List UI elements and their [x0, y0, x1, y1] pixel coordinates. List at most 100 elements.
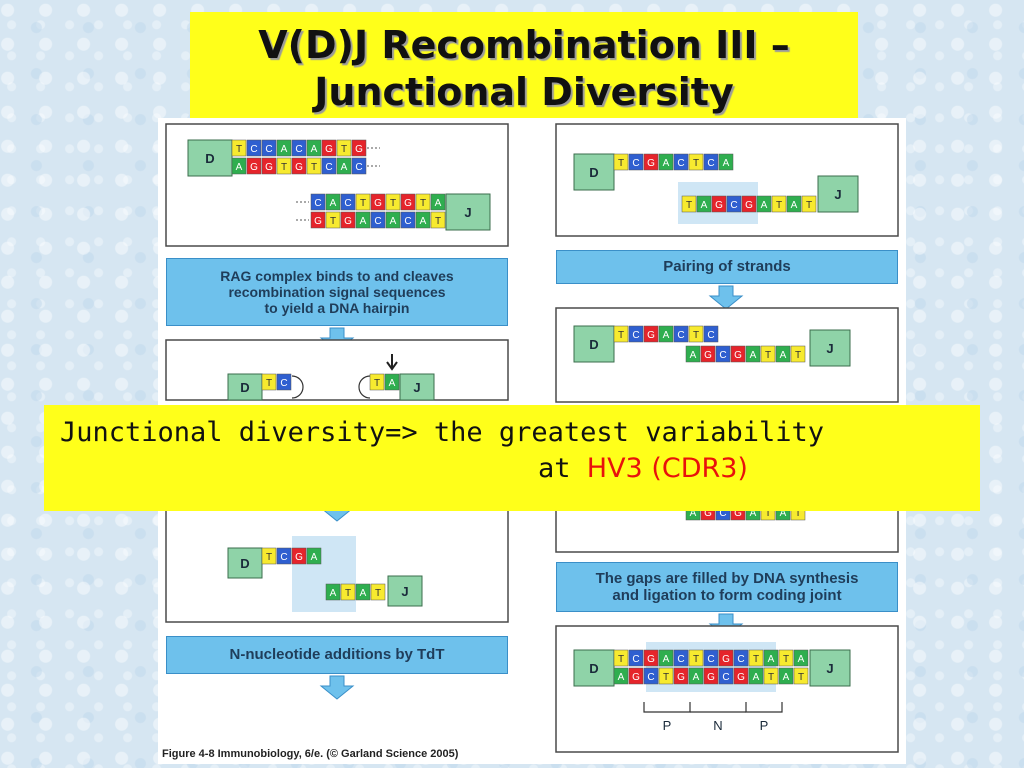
- l1-d-bot-base: [246, 157, 262, 175]
- r2-d-strand-letter: T: [618, 330, 624, 341]
- r2-j-strand-base: [760, 345, 776, 363]
- l1-d-bot-letter: G: [250, 162, 258, 173]
- r4-j-segment: [809, 649, 851, 687]
- l3-d-strand-letter: T: [266, 552, 272, 563]
- step-rag-cleavage: RAG complex binds to and cleaves recombi…: [166, 258, 508, 326]
- l1-d-top-base: [291, 139, 307, 157]
- pn-label-0: P: [663, 718, 672, 733]
- r1-j-strand-letter: T: [686, 200, 692, 211]
- r4-top-strand-letter: T: [693, 654, 699, 665]
- r1-j-strand-letter: A: [701, 200, 708, 211]
- l1-d-top-base: [261, 139, 277, 157]
- l1-d-segment: [187, 139, 233, 177]
- r1-j-strand-base: [786, 195, 802, 213]
- r1-j-segment-label: J: [834, 187, 841, 202]
- l1-d-top-letter: C: [265, 144, 272, 155]
- r2-j-segment-label: J: [826, 341, 833, 356]
- r1-d-strand-letter: G: [647, 158, 655, 169]
- r3-j-strand-letter: C: [719, 508, 726, 519]
- r4-j-segment-label: J: [826, 661, 833, 676]
- l1-d-bot-letter: T: [311, 162, 317, 173]
- r3-j-strand-letter: G: [734, 508, 742, 519]
- r4-top-strand-base: [628, 649, 644, 667]
- l1-d-bot-letter: A: [341, 162, 348, 173]
- step-gap-fill: The gaps are filled by DNA synthesis and…: [556, 562, 898, 612]
- l1-d-top-base: [231, 139, 247, 157]
- l1-j-top-letter: A: [330, 198, 337, 209]
- r1-j-strand-base: [771, 195, 787, 213]
- l3-j-segment: [387, 575, 423, 607]
- step-pairing: Pairing of strands: [556, 250, 898, 284]
- l2-j-segment-label: J: [413, 380, 420, 395]
- step-tdt-addition: N-nucleotide additions by TdT: [166, 636, 508, 674]
- l1-j-bot-letter: C: [374, 216, 381, 227]
- l3-j-strand-letter: A: [330, 588, 337, 599]
- l1-d-bot-letter: T: [281, 162, 287, 173]
- l1-d-bot-base: [336, 157, 352, 175]
- r1-d-strand-letter: C: [677, 158, 684, 169]
- l1-j-bot-letter: G: [314, 216, 322, 227]
- l1-j-top-base: [310, 193, 326, 211]
- r1-j-strand-letter: T: [806, 200, 812, 211]
- l2-d-hairpin-letter: C: [280, 378, 287, 389]
- r4-bot-strand-letter: A: [618, 672, 625, 683]
- r3-j-strand-letter: G: [704, 508, 712, 519]
- r2-d-strand-letter: C: [632, 330, 639, 341]
- step-rag-line-3: to yield a DNA hairpin: [264, 300, 410, 317]
- r4-p-bracket-1: [643, 702, 691, 713]
- r1-d-strand-letter: T: [693, 158, 699, 169]
- r2-j-strand-letter: A: [780, 350, 787, 361]
- l1-d-bot-letter: G: [265, 162, 273, 173]
- l1-j-top-letter: G: [404, 198, 412, 209]
- l2-j-hairpin-base: [369, 373, 385, 391]
- r4-bot-strand-base: [733, 667, 749, 685]
- l1-d-bot-base: [231, 157, 247, 175]
- l1-d-top-letter: A: [311, 144, 318, 155]
- r1-d-strand-letter: A: [723, 158, 730, 169]
- callout-line-1: Junctional diversity=> the greatest vari…: [60, 417, 825, 448]
- l3-j-strand-letter: A: [360, 588, 367, 599]
- callout-prefix: at: [538, 453, 587, 485]
- r4-bot-strand-base: [613, 667, 629, 685]
- l1-j-bot-base: [325, 211, 341, 229]
- r4-top-strand-base: [658, 649, 674, 667]
- l1-d-bot-letter: A: [236, 162, 243, 173]
- r4-top-strand-base: [643, 649, 659, 667]
- r4-top-strand-base: [613, 649, 629, 667]
- l1-j-bot-base: [400, 211, 416, 229]
- cdr3-highlight: HV3 (CDR3): [586, 453, 748, 485]
- r2-j-strand-letter: T: [795, 350, 801, 361]
- l1-j-segment-label: J: [464, 205, 471, 220]
- l2-j-hairpin-letter: A: [389, 378, 396, 389]
- pn-label-1: N: [713, 718, 722, 733]
- r4-bot-strand-base: [673, 667, 689, 685]
- title-line-2: Junctional Diversity: [314, 70, 734, 114]
- r2-j-strand-letter: A: [690, 350, 697, 361]
- r1-d-strand-base: [613, 153, 629, 171]
- r1-j-strand-base: [681, 195, 697, 213]
- r4-top-strand-letter: C: [632, 654, 639, 665]
- step-gap-line-2: and ligation to form coding joint: [612, 587, 842, 604]
- r4-top-strand-letter: A: [663, 654, 670, 665]
- r4-bot-strand-base: [703, 667, 719, 685]
- l2-d-hairpin-base: [261, 373, 277, 391]
- r1-j-strand-base: [726, 195, 742, 213]
- r2-j-strand-letter: G: [704, 350, 712, 361]
- l3-j-strand-base: [370, 583, 386, 601]
- r2-j-strand-base: [685, 345, 701, 363]
- r2-j-strand-letter: A: [750, 350, 757, 361]
- slide-title: V(D)J Recombination III – Junctional Div…: [190, 12, 858, 126]
- l1-j-bot-letter: C: [404, 216, 411, 227]
- r1-j-strand-base: [756, 195, 772, 213]
- l3-j-segment-label: J: [401, 584, 408, 599]
- l3-j-strand-base: [325, 583, 341, 601]
- l1-j-top-letter: C: [314, 198, 321, 209]
- l1-d-top-letter: C: [250, 144, 257, 155]
- l1-d-top-base: [276, 139, 292, 157]
- step-tdt-label: N-nucleotide additions by TdT: [229, 646, 445, 664]
- r2-d-strand-base: [673, 325, 689, 343]
- l1-j-top-base: [415, 193, 431, 211]
- r4-p-bracket-2: [745, 702, 783, 713]
- l3-d-strand-base: [306, 547, 322, 565]
- l1-j-top-letter: C: [344, 198, 351, 209]
